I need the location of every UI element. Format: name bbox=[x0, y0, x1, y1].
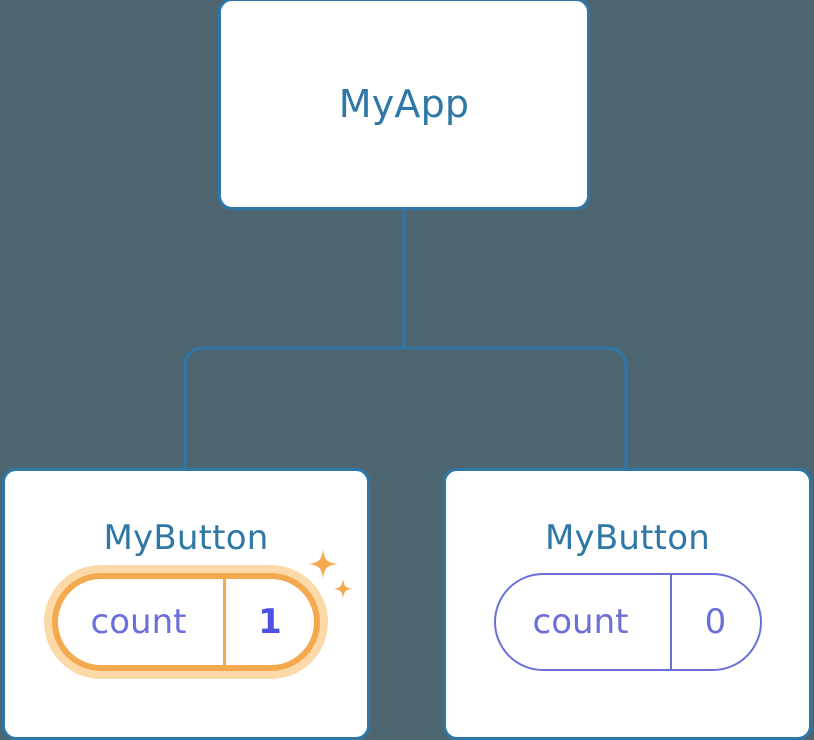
node-myapp-title: MyApp bbox=[338, 82, 470, 126]
node-myapp[interactable]: MyApp bbox=[218, 0, 590, 210]
prop-pill-right-divider bbox=[669, 575, 672, 669]
prop-pill-count-highlighted[interactable]: count 1 bbox=[52, 573, 320, 671]
prop-pill-right-wrapper: count 0 bbox=[493, 573, 762, 671]
prop-pill-right-key: count bbox=[532, 602, 629, 642]
node-mybutton-left-title: MyButton bbox=[103, 518, 269, 558]
prop-pill-left-divider bbox=[223, 579, 226, 665]
sparkle-small-icon bbox=[333, 579, 353, 599]
prop-pill-right-value: 0 bbox=[704, 602, 727, 642]
connector-branch-bar bbox=[183, 346, 628, 468]
prop-pill-left-value: 1 bbox=[258, 602, 282, 642]
prop-pill-left-key: count bbox=[90, 602, 187, 642]
prop-pill-left-wrapper: count 1 bbox=[52, 549, 353, 671]
node-mybutton-left[interactable]: MyButton count 1 bbox=[2, 468, 370, 740]
sparkle-large-icon bbox=[308, 549, 338, 579]
prop-pill-count-plain[interactable]: count 0 bbox=[493, 573, 762, 671]
node-mybutton-right[interactable]: MyButton count 0 bbox=[443, 468, 812, 740]
node-mybutton-right-title: MyButton bbox=[545, 518, 710, 558]
